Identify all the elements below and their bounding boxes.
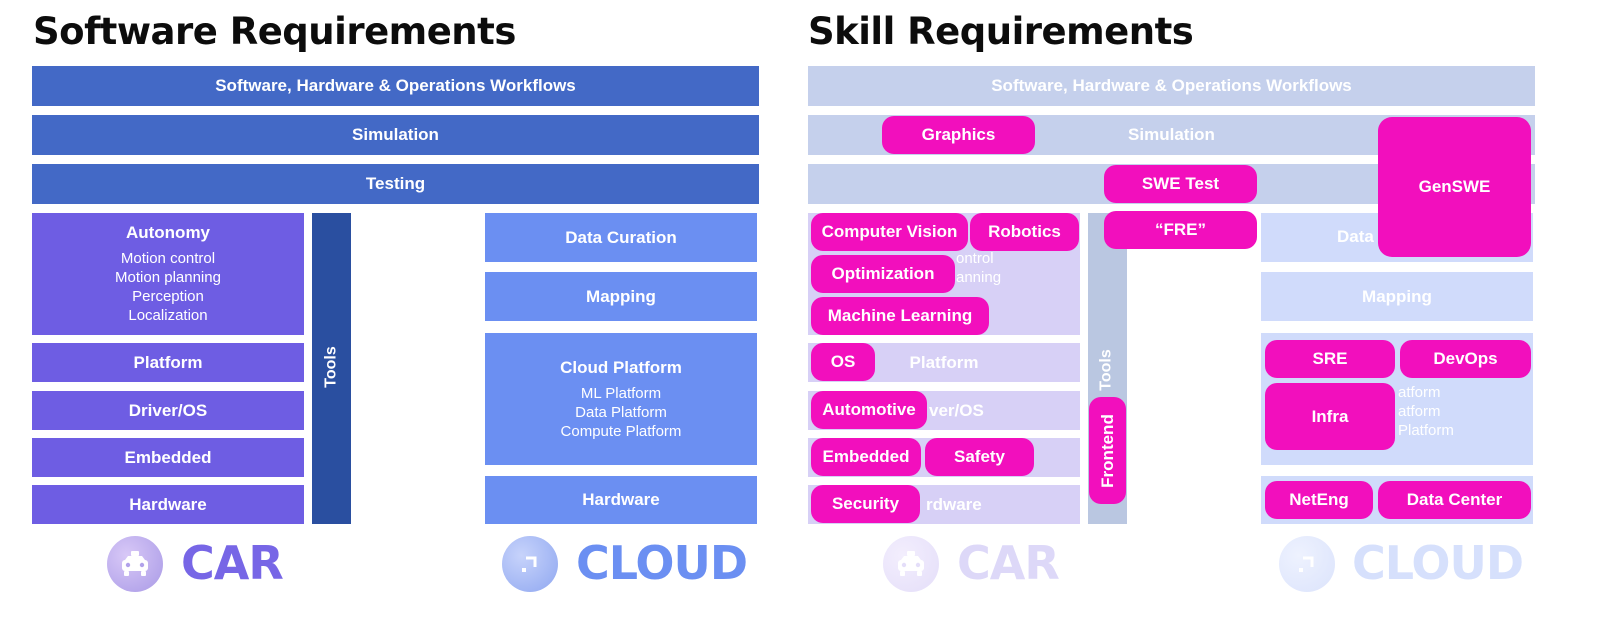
- driver-os-fragment: ver/OS: [929, 401, 984, 420]
- skill-automotive: Automotive: [811, 391, 927, 429]
- skill-security: Security: [811, 485, 920, 523]
- testing-label: Testing: [365, 174, 426, 193]
- car-label-faded: CAR: [957, 536, 1060, 590]
- software-requirements-title: Software Requirements: [33, 10, 516, 53]
- cloud-label-faded: CLOUD: [1352, 536, 1524, 590]
- skill-frontend-label: Frontend: [1097, 413, 1117, 488]
- mapping-box-faded: Mapping: [1261, 272, 1533, 321]
- skill-robotics: Robotics: [970, 213, 1079, 251]
- cloud-platform-item: ML Platform: [580, 384, 662, 402]
- car-logo-circle-faded: [883, 536, 939, 592]
- tools-bar: Tools: [312, 213, 351, 524]
- mapping-box: Mapping: [485, 272, 757, 321]
- embedded-label: Embedded: [124, 447, 212, 467]
- skill-data-center: Data Center: [1378, 481, 1531, 519]
- platform-label: Platform: [133, 352, 203, 372]
- simulation-label: Simulation: [352, 125, 439, 144]
- workflows-label-faded: Software, Hardware & Operations Workflow…: [991, 76, 1352, 95]
- skill-infra: Infra: [1265, 383, 1395, 450]
- car-label: CAR: [181, 536, 284, 590]
- cloud-fragment: atform: [1398, 384, 1441, 401]
- autonomy-title: Autonomy: [125, 223, 211, 242]
- simulation-bar: Simulation: [32, 115, 759, 155]
- skill-machine-learning: Machine Learning: [811, 297, 989, 335]
- car-logo-circle: [107, 536, 163, 592]
- mapping-label: Mapping: [586, 286, 656, 306]
- tools-label-faded: Tools: [1097, 349, 1115, 391]
- autonomy-item: Localization: [128, 307, 208, 324]
- hardware-fragment: rdware: [926, 495, 982, 514]
- workflows-bar: Software, Hardware & Operations Workflow…: [32, 66, 759, 106]
- data-curation-box: Data Curation: [485, 213, 757, 262]
- cloud-logo-circle-faded: [1279, 536, 1335, 592]
- workflows-bar-faded: Software, Hardware & Operations Workflow…: [808, 66, 1535, 106]
- autonomy-item: Motion planning: [115, 269, 221, 286]
- hardware-cloud-label: Hardware: [582, 490, 660, 509]
- autonomy-item: Motion control: [120, 250, 216, 267]
- car-icon: [122, 551, 148, 576]
- autonomy-item: Perception: [132, 288, 204, 305]
- embedded-box: Embedded: [32, 438, 304, 477]
- platform-label-faded: Platform: [909, 352, 979, 372]
- cloud-logo-circle: [502, 536, 558, 592]
- platform-box: Platform: [32, 343, 304, 382]
- skill-graphics: Graphics: [882, 116, 1035, 154]
- workflows-label: Software, Hardware & Operations Workflow…: [215, 76, 576, 95]
- skill-computer-vision: Computer Vision: [811, 213, 968, 251]
- autonomy-fragment: anning: [956, 269, 1002, 286]
- skill-swe-test: SWE Test: [1104, 165, 1257, 203]
- hardware-car-label: Hardware: [129, 494, 207, 514]
- cloud-fragment: Platform: [1398, 422, 1454, 439]
- autonomy-fragment: ontrol: [956, 250, 994, 267]
- skill-optimization: Optimization: [811, 255, 955, 293]
- cloud-platform-title: Cloud Platform: [560, 357, 682, 377]
- skill-requirements-title: Skill Requirements: [808, 10, 1194, 53]
- hardware-cloud-box: Hardware: [485, 476, 757, 524]
- cloud-platform-item: Data Platform: [575, 403, 667, 421]
- tools-label: Tools: [322, 346, 340, 388]
- cloud-label: CLOUD: [576, 536, 748, 590]
- skill-frontend: Frontend: [1089, 397, 1126, 504]
- driver-os-label: Driver/OS: [128, 400, 208, 420]
- autonomy-box: Autonomy Motion control Motion planning …: [32, 213, 304, 335]
- skill-os: OS: [811, 343, 875, 381]
- cloud-arrow-icon: [522, 556, 537, 572]
- cloud-arrow-icon: [1299, 556, 1314, 572]
- skill-fre: “FRE”: [1104, 211, 1257, 249]
- hardware-car-box: Hardware: [32, 485, 304, 524]
- skill-safety: Safety: [925, 438, 1034, 476]
- cloud-platform-box: Cloud Platform ML Platform Data Platform…: [485, 333, 757, 465]
- car-icon: [898, 551, 924, 576]
- skill-neteng: NetEng: [1265, 481, 1373, 519]
- mapping-label-faded: Mapping: [1362, 286, 1432, 306]
- simulation-label-faded: Simulation: [1128, 125, 1215, 144]
- skill-devops: DevOps: [1400, 340, 1531, 378]
- cloud-fragment: atform: [1398, 403, 1441, 420]
- driver-os-box: Driver/OS: [32, 391, 304, 430]
- data-curation-label: Data Curation: [565, 227, 677, 247]
- skill-embedded: Embedded: [811, 438, 921, 476]
- data-fragment: Data: [1337, 227, 1374, 246]
- testing-bar: Testing: [32, 164, 759, 204]
- cloud-platform-item: Compute Platform: [560, 422, 682, 440]
- skill-sre: SRE: [1265, 340, 1395, 378]
- skill-genswe: GenSWE: [1378, 117, 1531, 257]
